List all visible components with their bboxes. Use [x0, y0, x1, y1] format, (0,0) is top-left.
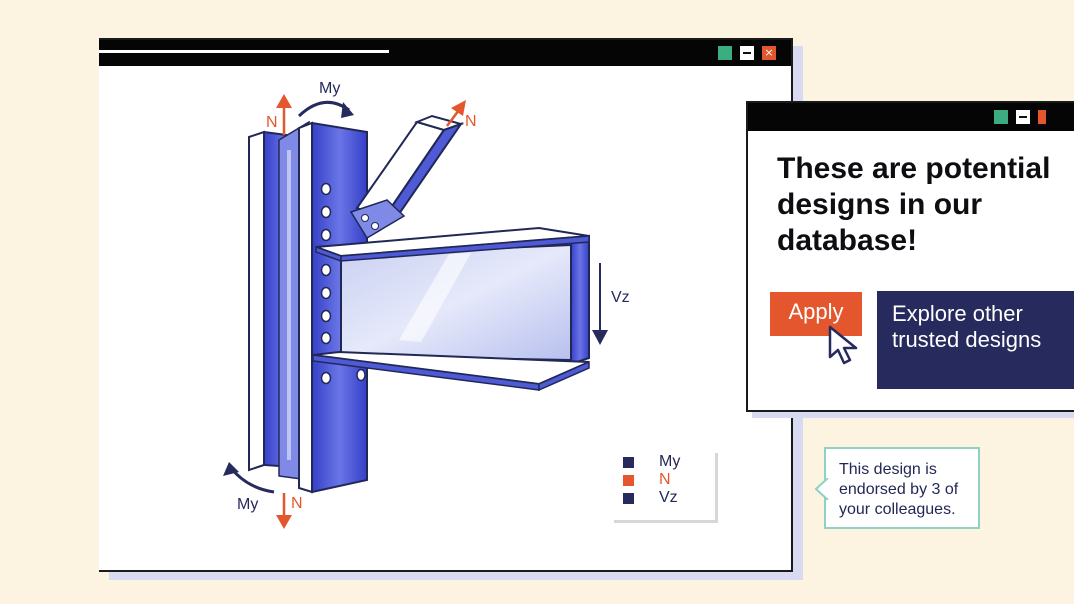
moment-arrow-bottom — [223, 462, 275, 494]
axial-force-arrow-top — [276, 94, 292, 135]
main-window: × — [99, 38, 793, 572]
force-legend: My N Vz — [611, 450, 715, 520]
n-label-bottom: N — [291, 495, 303, 512]
explore-designs-button[interactable]: Explore other trusted designs — [877, 291, 1074, 389]
dialog-close-button[interactable] — [1038, 110, 1046, 124]
steel-connection-diagram: N My N Vz My N — [223, 80, 630, 529]
shear-force-arrow — [592, 263, 608, 345]
diagonal-brace — [349, 114, 465, 240]
legend-swatch — [623, 475, 634, 486]
close-button[interactable]: × — [762, 46, 776, 60]
main-window-titlebar[interactable]: × — [99, 40, 791, 66]
beam-end — [570, 234, 590, 366]
dialog-titlebar[interactable] — [748, 103, 1074, 131]
moment-arrow-top — [297, 100, 354, 118]
loading-bar — [99, 50, 389, 53]
legend-swatch — [623, 493, 634, 504]
dialog-heading: These are potential designs in our datab… — [777, 152, 1051, 257]
dialog-maximize-button[interactable] — [994, 110, 1008, 124]
tooltip-text: This design is endorsed by 3 of your col… — [839, 461, 959, 518]
vz-label: Vz — [611, 289, 630, 306]
legend-swatch — [623, 457, 634, 468]
endorsement-tooltip: This design is endorsed by 3 of your col… — [815, 447, 980, 529]
bolt-holes — [320, 182, 366, 385]
beam-top-flange — [315, 226, 590, 263]
dialog-minimize-button[interactable] — [1016, 110, 1030, 124]
close-icon: × — [764, 46, 774, 59]
designs-dialog: These are potential designs in our datab… — [746, 101, 1074, 412]
maximize-button[interactable] — [718, 46, 732, 60]
axial-force-arrow-brace — [446, 100, 466, 127]
apply-button[interactable]: Apply — [770, 292, 862, 336]
n-label-brace: N — [465, 113, 477, 130]
axial-force-arrow-bottom — [276, 493, 292, 529]
beam-bottom-flange — [312, 350, 590, 392]
n-label-top: N — [266, 114, 278, 131]
tooltip-pointer-icon — [815, 478, 829, 500]
minimize-button[interactable] — [740, 46, 754, 60]
my-label-bottom: My — [237, 496, 258, 513]
my-label-top: My — [319, 80, 340, 97]
mouse-pointer-icon — [828, 325, 858, 365]
